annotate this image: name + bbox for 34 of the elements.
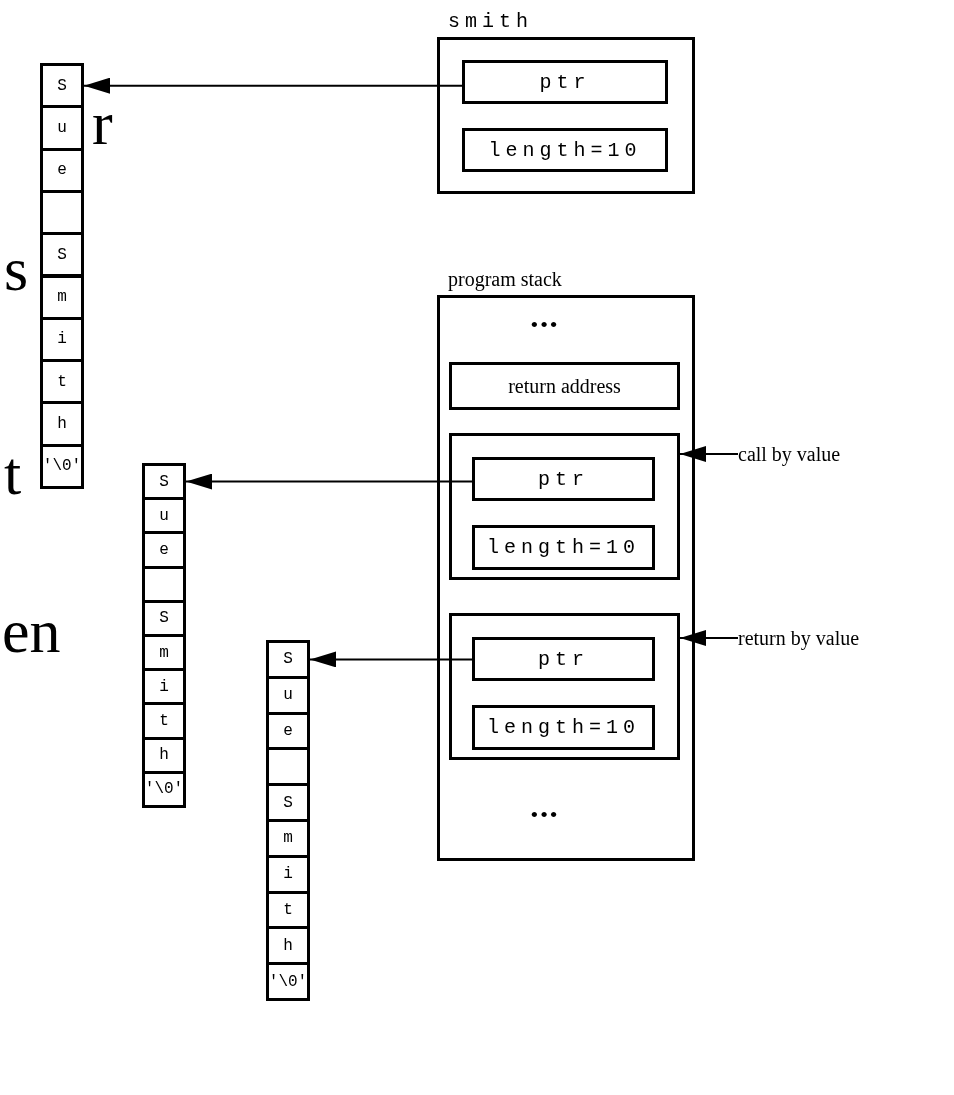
variable-name: smith — [448, 10, 533, 33]
array-cell: t — [142, 702, 186, 740]
field-box: length=10 — [472, 705, 655, 750]
arrow — [679, 446, 739, 462]
field-box: length=10 — [462, 128, 668, 172]
annotation-text: return by value — [738, 624, 948, 652]
ellipsis-text: ••• — [505, 308, 585, 342]
array-cell: m — [266, 819, 310, 858]
array-cell: u — [40, 105, 84, 151]
stack-frame — [449, 433, 680, 580]
text-fragment: en — [2, 600, 61, 662]
text-fragment: r — [92, 92, 113, 154]
array-cell: S — [266, 783, 310, 822]
arrow — [679, 630, 739, 646]
annotation-text: call by value — [738, 440, 938, 468]
arrow — [185, 473, 473, 490]
section-heading: program stack — [448, 268, 562, 291]
array-cell: e — [142, 531, 186, 569]
array-cell: '\0' — [266, 962, 310, 1001]
field-box: ptr — [472, 457, 655, 501]
text-fragment: s — [4, 238, 29, 300]
field-box: return address — [449, 362, 680, 410]
field-box: length=10 — [472, 525, 655, 570]
arrow — [309, 651, 473, 668]
array-cell: S — [266, 640, 310, 679]
array-cell: S — [40, 232, 84, 278]
stack-frame — [449, 613, 680, 760]
array-cell: m — [40, 274, 84, 320]
field-box: ptr — [462, 60, 668, 104]
field-box: ptr — [472, 637, 655, 681]
ellipsis-text: ••• — [505, 798, 585, 832]
arrow — [83, 77, 463, 94]
array-cell: h — [40, 401, 84, 447]
text-fragment: t — [4, 442, 22, 504]
